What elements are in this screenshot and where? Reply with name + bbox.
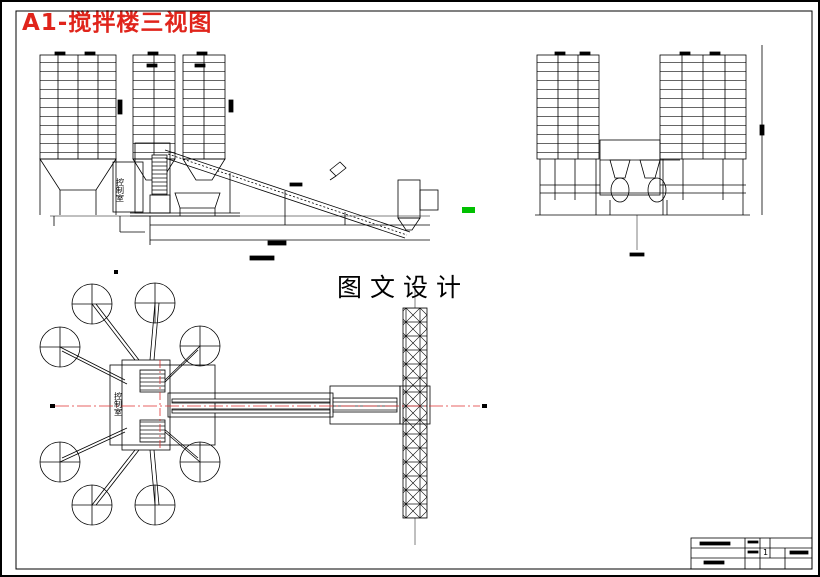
silo-middle bbox=[132, 51, 176, 181]
end-elevation-view bbox=[535, 45, 765, 257]
watermark-text: 图文设计 bbox=[337, 273, 470, 302]
silo-right bbox=[117, 51, 234, 181]
side-view-control-room-label: 控制室 bbox=[116, 177, 125, 202]
side-elevation-view bbox=[39, 51, 475, 261]
plan-control-room-label: 控制室 bbox=[114, 391, 123, 416]
plan-silo-circles bbox=[39, 282, 221, 526]
title-block bbox=[690, 537, 813, 570]
drawing-title: A1-搅拌楼三视图 bbox=[22, 10, 213, 36]
silo-group-left bbox=[39, 51, 117, 215]
inner-frame bbox=[15, 10, 813, 570]
plan-axis-marker-top bbox=[114, 270, 118, 274]
plan-view bbox=[39, 280, 431, 545]
title-block-scale: 1 bbox=[763, 548, 768, 557]
plan-axis-marker-right bbox=[482, 404, 487, 408]
plan-axis-marker-left bbox=[50, 404, 55, 408]
